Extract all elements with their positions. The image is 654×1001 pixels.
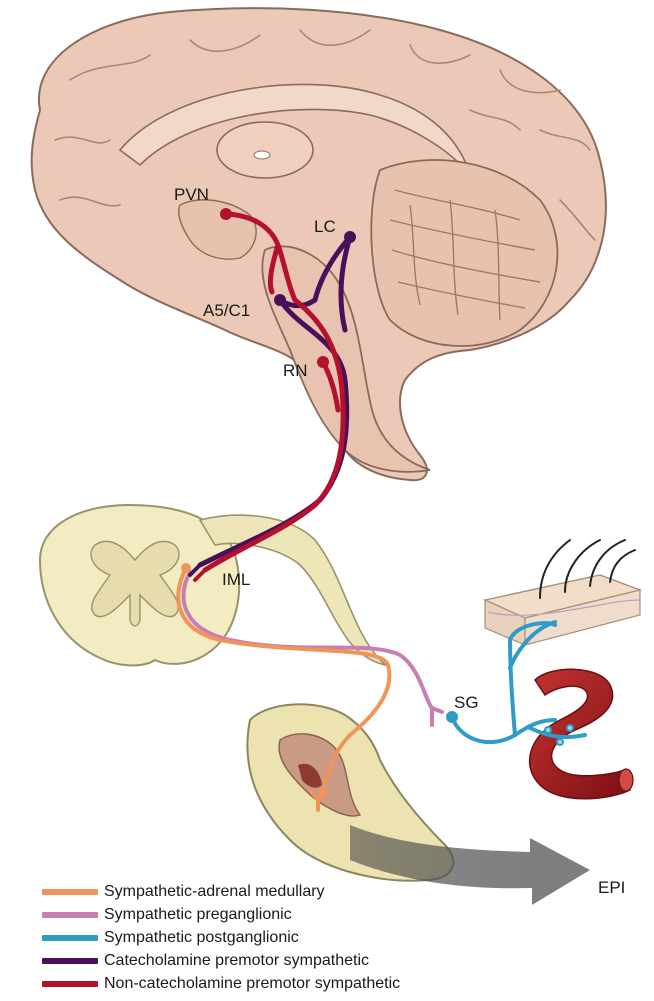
legend-item: Sympathetic postganglionic (42, 926, 602, 949)
label-sg: SG (454, 693, 479, 712)
brain-illustration (32, 8, 606, 480)
label-a5c1: A5/C1 (203, 301, 250, 320)
label-lc: LC (314, 217, 336, 236)
legend-swatch (42, 935, 98, 941)
label-iml: IML (222, 570, 250, 589)
label-pvn: PVN (174, 185, 209, 204)
legend-swatch (42, 912, 98, 918)
legend-item: Sympathetic-adrenal medullary (42, 880, 602, 903)
legend-item: Non-catecholamine premotor sympathetic (42, 972, 602, 995)
legend-swatch (42, 889, 98, 895)
legend-item: Sympathetic preganglionic (42, 903, 602, 926)
legend-label: Sympathetic postganglionic (104, 929, 299, 947)
legend: Sympathetic-adrenal medullary Sympatheti… (42, 880, 602, 995)
label-epi: EPI (598, 878, 625, 897)
legend-label: Catecholamine premotor sympathetic (104, 952, 369, 970)
legend-item: Catecholamine premotor sympathetic (42, 949, 602, 972)
legend-swatch (42, 981, 98, 987)
legend-label: Non-catecholamine premotor sympathetic (104, 975, 400, 993)
label-rn: RN (283, 361, 308, 380)
legend-label: Sympathetic preganglionic (104, 906, 292, 924)
legend-label: Sympathetic-adrenal medullary (104, 883, 325, 901)
sg-neuron-soma (446, 711, 458, 723)
legend-swatch (42, 958, 98, 964)
skin-illustration (485, 540, 640, 645)
spinal-cord-illustration (40, 505, 385, 665)
